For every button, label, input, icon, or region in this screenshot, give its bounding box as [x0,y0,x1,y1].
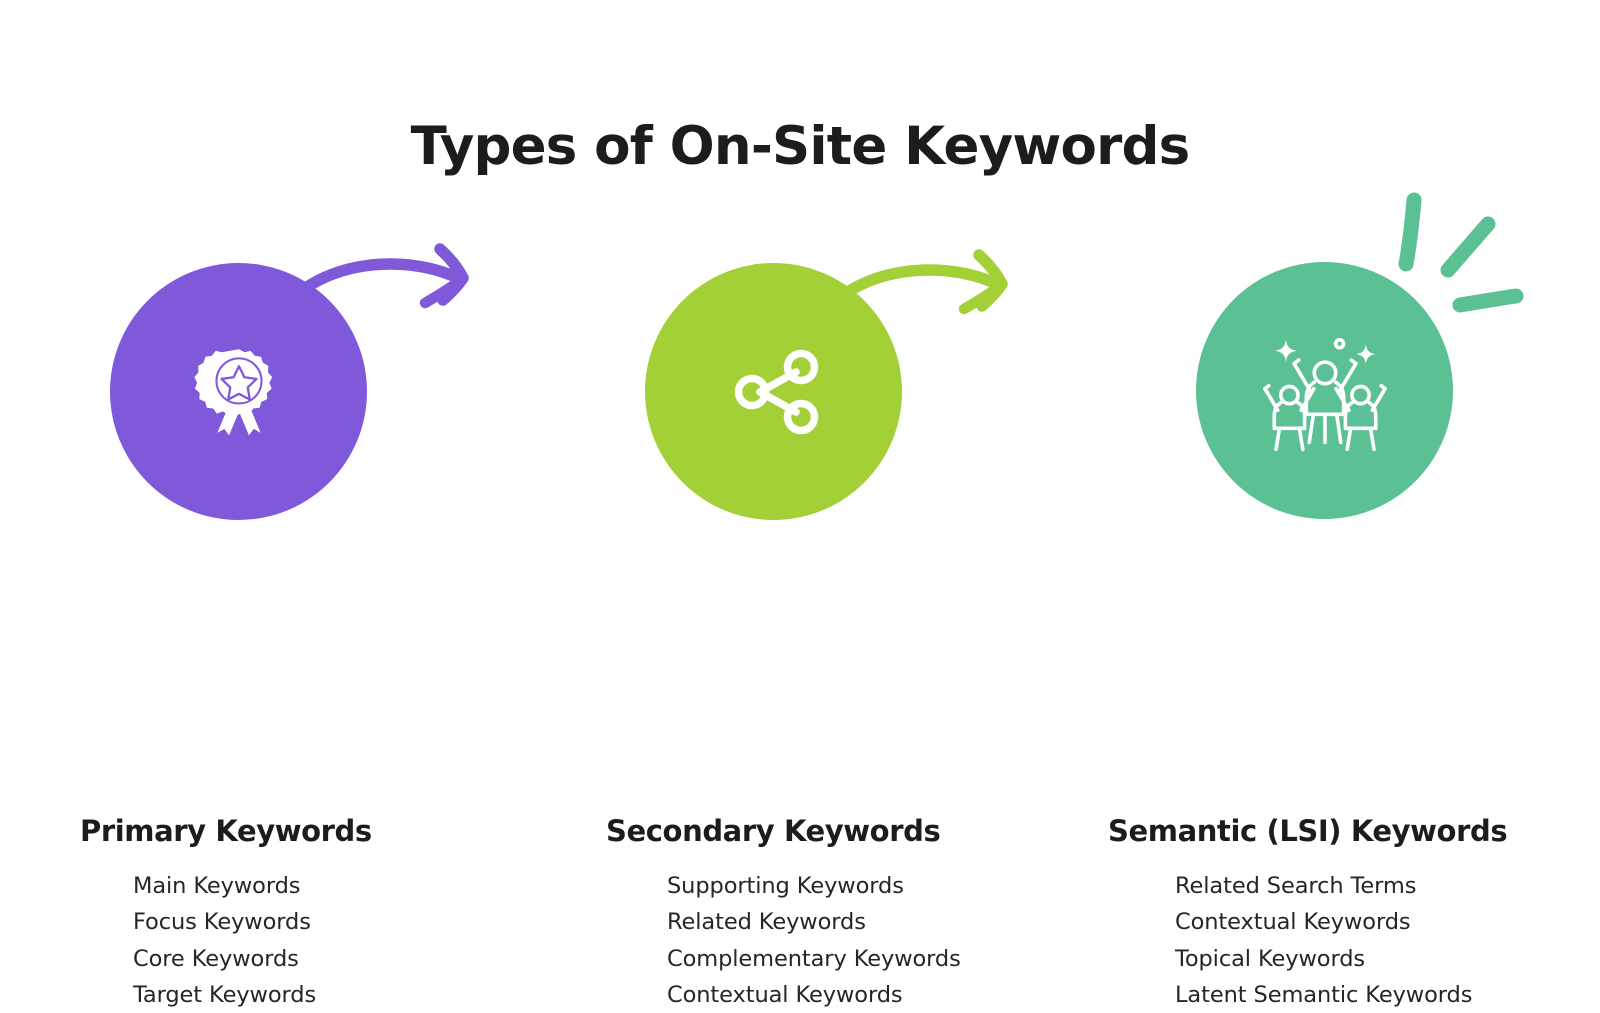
list-item: Complementary Keywords [667,945,961,972]
keyword-list-semantic: Related Search Terms Contextual Keywords… [1175,868,1472,1013]
keyword-column-secondary: Secondary Keywords Supporting Keywords R… [523,249,1043,1008]
icon-circle-secondary[interactable] [645,263,902,520]
icon-circle-semantic[interactable] [1196,262,1453,519]
column-heading-semantic: Semantic (LSI) Keywords [1108,814,1508,848]
list-item: Contextual Keywords [1175,909,1411,936]
circle-wrap-secondary [523,249,1043,528]
keyword-column-primary: Primary Keywords Main Keywords Focus Key… [0,243,508,1008]
list-item: Target Keywords [133,981,317,1008]
list-item: Related Search Terms [1175,873,1417,899]
page-title: Types of On-Site Keywords [410,116,1191,177]
keyword-list-secondary: Supporting Keywords Related Keywords Com… [667,868,961,1013]
icon-circle-primary[interactable] [110,263,367,520]
list-item: Topical Keywords [1175,945,1366,972]
list-item: Main Keywords [133,873,301,899]
list-item: Core Keywords [133,945,299,972]
column-heading-secondary: Secondary Keywords [606,814,941,848]
award-badge-icon [193,348,272,435]
list-item: Supporting Keywords [667,873,904,899]
list-item: Related Keywords [667,909,866,936]
circle-wrap-primary [0,243,508,528]
share-network-icon [734,349,818,434]
column-heading-primary: Primary Keywords [80,814,372,848]
list-item: Focus Keywords [133,909,311,936]
keyword-type-columns: Primary Keywords Main Keywords Focus Key… [0,192,1580,1008]
keyword-column-semantic: Semantic (LSI) Keywords Related Search T… [1060,192,1580,1008]
infographic-canvas: Types of On-Site Keywords [0,116,1580,1008]
keyword-list-primary: Main Keywords Focus Keywords Core Keywor… [133,868,316,1013]
celebrating-people-icon [1262,337,1387,451]
circle-wrap-semantic [1060,192,1580,528]
list-item: Contextual Keywords [667,981,903,1008]
list-item: Latent Semantic Keywords [1175,981,1473,1008]
